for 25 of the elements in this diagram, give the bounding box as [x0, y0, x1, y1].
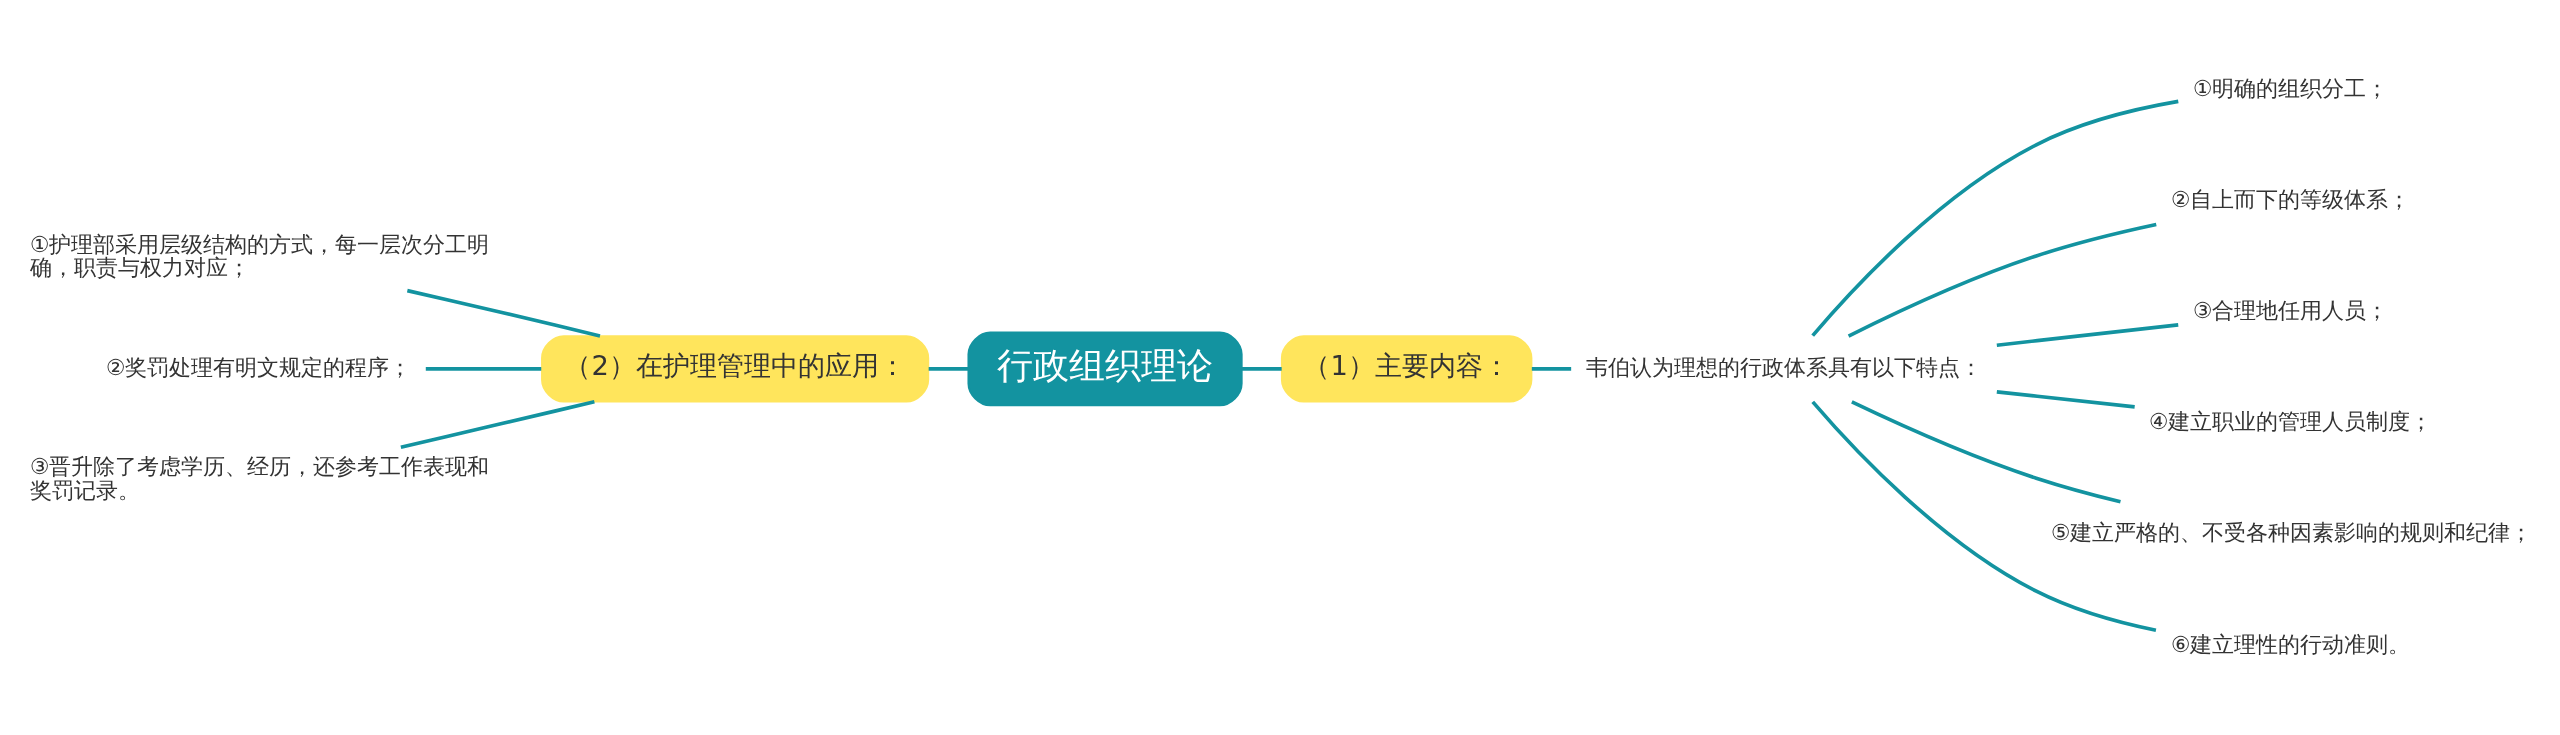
connector — [1851, 399, 2121, 504]
connector — [1996, 322, 2179, 347]
connector — [1996, 389, 2135, 409]
node-text: ⑥建立理性的行动准则。 — [2170, 631, 2411, 657]
connector — [425, 366, 542, 371]
node-text: ②自上而下的等级体系； — [2170, 186, 2411, 212]
node-text: ③合理地任用人员； — [2192, 297, 2389, 323]
connector — [928, 366, 969, 371]
node-text: ①护理部采用层级结构的方式，每一层次分工明确，职责与权力对应； — [29, 231, 490, 280]
connector — [1811, 400, 2157, 632]
node-text: ④建立职业的管理人员制度； — [2148, 408, 2433, 434]
node-box: （1）主要内容： — [1280, 334, 1533, 403]
connector — [1241, 366, 1282, 371]
node-text: ③晋升除了考虑学历、经历，还参考工作表现和奖罚记录。 — [29, 453, 490, 503]
node-text: ⑤建立严格的、不受各种因素影响的规则和纪律； — [2050, 519, 2533, 545]
connector — [1847, 222, 2157, 338]
connector — [400, 399, 595, 449]
connector — [406, 288, 601, 338]
node-box: （2）在护理管理中的应用： — [541, 334, 930, 403]
node-text: ②奖罚处理有明文规定的程序； — [105, 354, 412, 380]
node-text: ①明确的组织分工； — [2192, 75, 2389, 101]
connector — [1531, 366, 1572, 371]
connector — [1811, 99, 2179, 337]
node-box: 行政组织理论 — [967, 331, 1243, 406]
node-text: 韦伯认为理想的行政体系具有以下特点： — [1585, 354, 1982, 380]
